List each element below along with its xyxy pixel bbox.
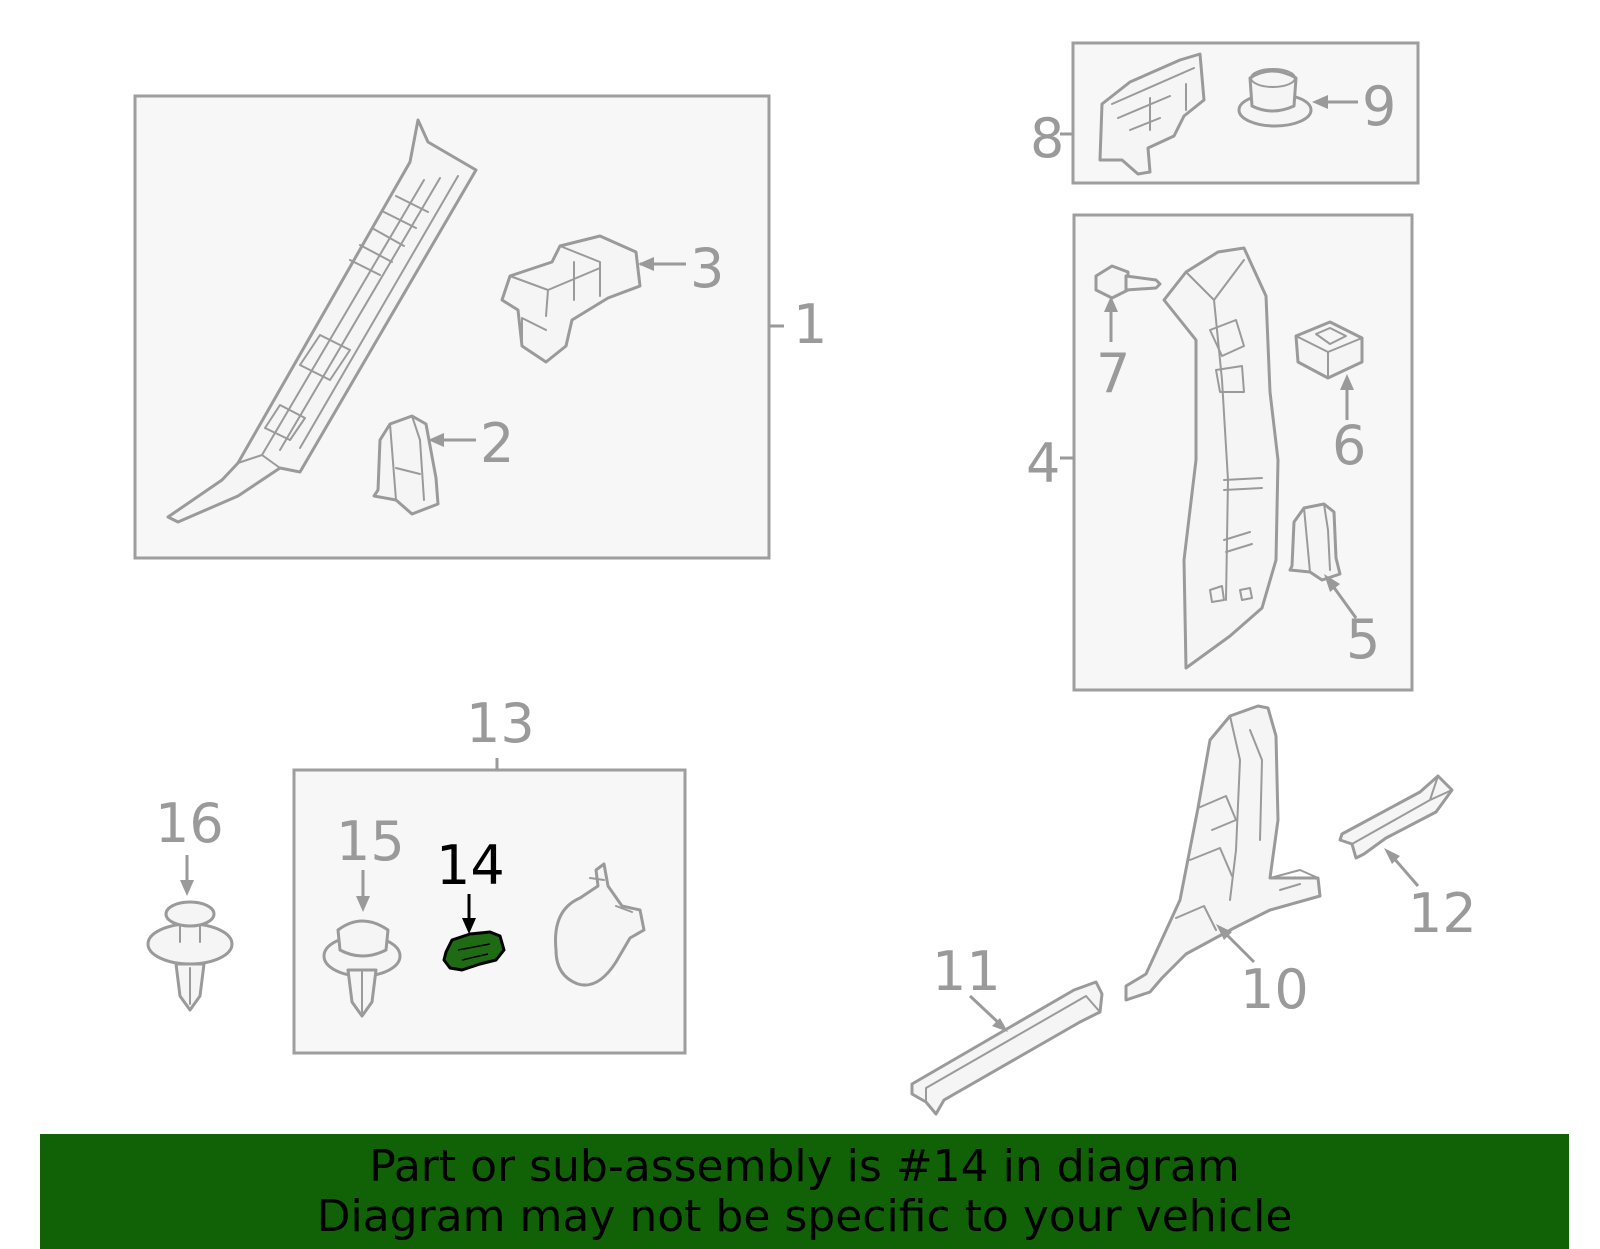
push-clip-part-15[interactable]	[322, 919, 402, 1018]
callout-12[interactable]: 12	[1408, 882, 1477, 945]
callout-1[interactable]: 1	[793, 293, 827, 356]
bracket-part-8[interactable]	[1098, 52, 1206, 176]
clip-part-5[interactable]	[1288, 502, 1342, 582]
lower-b-pillar-trim-part[interactable]	[1124, 704, 1322, 1002]
callout-2[interactable]: 2	[480, 412, 514, 475]
callout-4[interactable]: 4	[1026, 432, 1060, 495]
group-box-4: 4 7 6 5	[1026, 213, 1414, 692]
callout-9[interactable]: 9	[1362, 75, 1396, 138]
group-box-1: 1 3 2	[133, 94, 827, 560]
callout-3[interactable]: 3	[690, 237, 724, 300]
banner-line-part: Part or sub-assembly is #14 in diagram	[369, 1140, 1240, 1192]
callout-14[interactable]: 14	[436, 834, 505, 897]
callout-16[interactable]: 16	[155, 792, 224, 855]
push-clip-part-16[interactable]	[146, 900, 234, 1012]
part-info-banner: Part or sub-assembly is #14 in diagram D…	[40, 1134, 1569, 1249]
callout-15[interactable]: 15	[336, 810, 405, 873]
sill-trim-part-11[interactable]	[910, 980, 1104, 1116]
screw-part-7[interactable]	[1094, 264, 1162, 300]
clip-part-2[interactable]	[372, 414, 440, 516]
callout-13[interactable]: 13	[466, 692, 535, 755]
banner-line-disclaimer: Diagram may not be specific to your vehi…	[316, 1190, 1293, 1242]
group-box-8: 8 9	[1030, 41, 1420, 185]
group-box-13: 13 15 14	[292, 692, 687, 1055]
clip-part-6[interactable]	[1294, 320, 1364, 380]
b-pillar-trim-part[interactable]	[1162, 246, 1280, 670]
grommet-part-9[interactable]	[1237, 68, 1313, 128]
sill-trim-part-12[interactable]	[1338, 774, 1454, 860]
callout-7[interactable]: 7	[1096, 342, 1130, 405]
callout-8[interactable]: 8	[1030, 107, 1064, 170]
callout-5[interactable]: 5	[1346, 608, 1380, 671]
callout-11[interactable]: 11	[932, 940, 1001, 1003]
a-pillar-trim-part[interactable]	[166, 118, 478, 524]
cap-part[interactable]	[554, 862, 646, 987]
highlighted-part-14[interactable]	[442, 930, 506, 972]
clip-part-3[interactable]	[500, 234, 642, 364]
callout-10[interactable]: 10	[1240, 958, 1309, 1021]
callout-6[interactable]: 6	[1332, 414, 1366, 477]
